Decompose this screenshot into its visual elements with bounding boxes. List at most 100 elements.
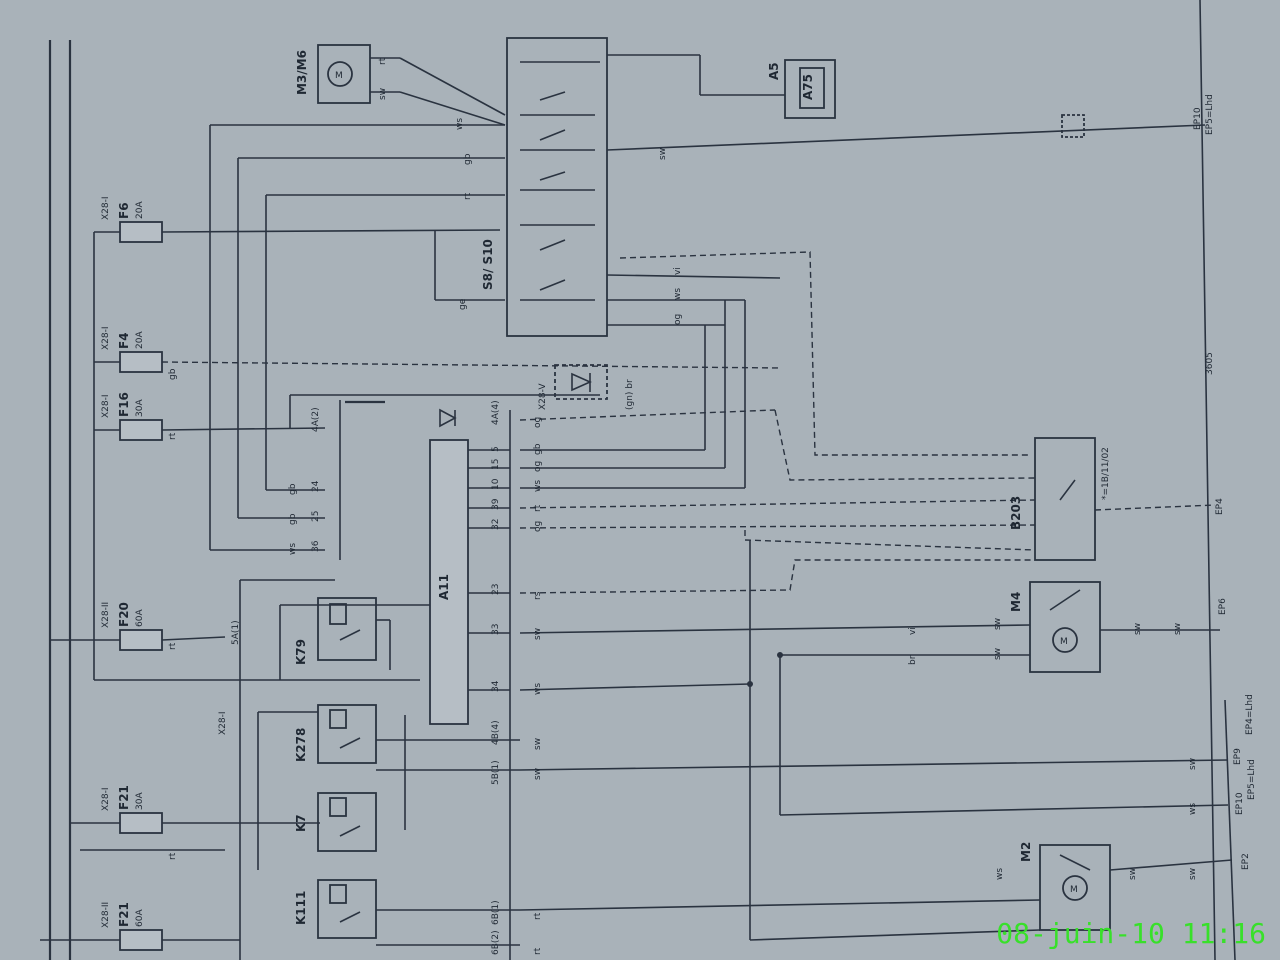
ground-rail-2	[1224, 699, 1236, 960]
svg-text:5: 5	[491, 446, 501, 452]
fuse-f4-rating: 20A	[135, 331, 145, 349]
svg-text:39: 39	[491, 498, 501, 510]
svg-text:15: 15	[491, 459, 501, 470]
fuse-f16-name: F16	[117, 392, 131, 417]
svg-text:br: br	[908, 655, 918, 665]
module-a5: A75 A5	[767, 59, 836, 119]
svg-text:sw: sw	[378, 88, 388, 100]
ep2-label: EP2	[1241, 853, 1251, 870]
connector-x28v: X28-V (gn) br	[538, 364, 635, 410]
svg-text:og: og	[673, 314, 683, 325]
ep5-top-label: EP5=Lhd	[1205, 94, 1215, 135]
svg-text:36: 36	[311, 540, 321, 552]
svg-text:gb: gb	[533, 443, 543, 455]
svg-text:ws: ws	[455, 118, 465, 130]
svg-text:ws: ws	[995, 868, 1005, 880]
svg-text:gb: gb	[288, 483, 298, 495]
s8s10-label: S8/ S10	[481, 239, 495, 290]
svg-text:og: og	[533, 461, 543, 472]
k111-label: K111	[294, 891, 308, 925]
svg-text:vi: vi	[673, 267, 683, 275]
svg-text:ws: ws	[533, 683, 543, 695]
svg-text:sw: sw	[533, 628, 543, 640]
svg-text:rt: rt	[533, 504, 543, 512]
m3m6-label: M3/M6	[295, 50, 309, 95]
ground-rail	[1199, 0, 1216, 960]
ep10-top-label: EP10	[1193, 107, 1203, 130]
svg-text:6B(1): 6B(1)	[491, 900, 501, 925]
pin39-dash	[519, 499, 1036, 509]
fuse-f6-name: F6	[117, 202, 131, 219]
b203-label: B203	[1009, 496, 1023, 530]
relay-k7: K7	[294, 792, 377, 852]
motor-m2: M M2	[1019, 842, 1233, 931]
relay-k278: K278	[294, 704, 377, 764]
page-ref-label: 3605	[1205, 352, 1215, 375]
fuse-f21a-name: F21	[117, 785, 131, 810]
motor-m3m6: M M3/M6	[295, 44, 506, 126]
ep9-label: EP9	[1233, 748, 1243, 765]
fuse-f16: X28-I F16 30A	[94, 392, 326, 441]
svg-text:sw: sw	[993, 618, 1003, 630]
fuse-f16-connector: X28-I	[101, 394, 111, 418]
fuse-f6-connector: X28-I	[101, 196, 111, 220]
svg-text:rt: rt	[168, 642, 178, 650]
svg-text:sw: sw	[1188, 758, 1198, 770]
diode-4a	[439, 408, 457, 428]
svg-text:rt: rt	[463, 192, 473, 200]
pin4a-to-b203	[774, 409, 1036, 481]
m2-rt	[519, 899, 1041, 911]
svg-text:10: 10	[491, 478, 501, 490]
s8-to-ep10	[606, 124, 1206, 151]
svg-text:34: 34	[491, 680, 501, 692]
a11-pin-labels: 4A(4) 5 15 10 39 32 24 25 36 23 33 34 4B…	[231, 400, 501, 955]
x28v-gn-label: (gn) br	[625, 379, 635, 410]
svg-text:M: M	[335, 71, 343, 81]
pin4a-dash	[519, 409, 776, 421]
a75-label: A75	[801, 74, 815, 100]
fuse-f21-a: X28-I F21 30A	[70, 785, 320, 834]
ep10-bottom-label: EP10	[1235, 792, 1245, 815]
svg-text:24: 24	[311, 480, 321, 492]
fuse-f20: X28-II F20 60A	[50, 602, 226, 651]
ep5-bottom-label: EP5=Lhd	[1247, 759, 1257, 800]
junction	[777, 652, 783, 658]
control-unit-a11: A11	[429, 410, 511, 960]
fuse-f21b-name: F21	[117, 902, 131, 927]
svg-text:ws: ws	[1188, 803, 1198, 815]
svg-text:4A(4): 4A(4)	[491, 400, 501, 425]
svg-text:sw: sw	[1133, 623, 1143, 635]
fuse-f21b-connector: X28-II	[101, 902, 111, 928]
svg-text:4B(4): 4B(4)	[491, 720, 501, 745]
m2-5	[749, 929, 1041, 941]
relay-k111: K111	[294, 879, 377, 939]
sensor-b203: B203 *=1B/11/02	[1009, 437, 1216, 561]
fuse-f4-name: F4	[117, 332, 131, 349]
a5-label: A5	[767, 62, 781, 80]
svg-text:og: og	[533, 417, 543, 428]
fuse-f16-rating: 30A	[135, 399, 145, 417]
fuse-f20-name: F20	[117, 602, 131, 627]
pin34-ws	[519, 683, 751, 691]
ep6-label: EP6	[1218, 598, 1228, 615]
svg-text:sw: sw	[533, 768, 543, 780]
b203-rs-1	[744, 530, 1036, 551]
fuse-f4: X28-I F4 20A	[94, 326, 163, 373]
svg-text:rt: rt	[168, 432, 178, 440]
svg-text:ws: ws	[533, 480, 543, 492]
ep4-lhd-label: EP4=Lhd	[1245, 694, 1255, 735]
svg-text:rt: rt	[533, 912, 543, 920]
fuse-f20-connector: X28-II	[101, 602, 111, 628]
pin23-rs	[519, 559, 1035, 594]
x28-vertical-label: X28-I	[218, 711, 228, 735]
photo-timestamp: 08-juin-10 11:16	[996, 917, 1266, 950]
svg-text:ws: ws	[673, 288, 683, 300]
fuse-f4-connector: X28-I	[101, 326, 111, 350]
svg-text:ge: ge	[458, 298, 468, 310]
fuse-f21b-rating: 60A	[135, 909, 145, 927]
motor-m4: M M4	[1009, 581, 1220, 673]
ep10-connector	[1061, 114, 1085, 138]
svg-text:og: og	[533, 521, 543, 532]
svg-text:25: 25	[311, 511, 321, 522]
ep10-ws	[779, 804, 1229, 816]
